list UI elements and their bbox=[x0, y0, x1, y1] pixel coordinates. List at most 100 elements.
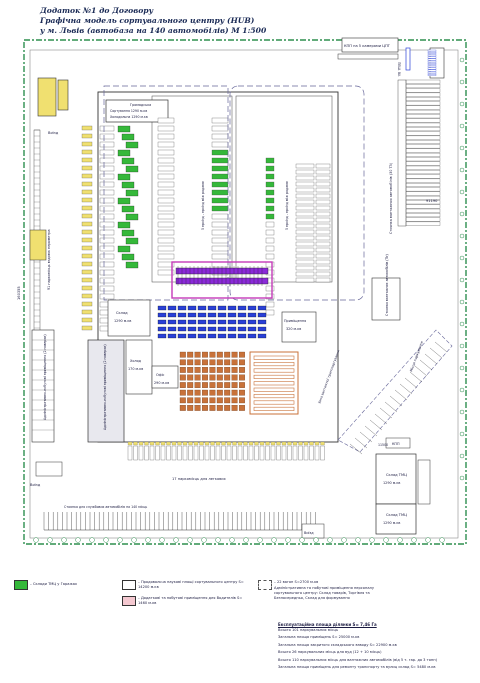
dock-bay bbox=[157, 189, 175, 196]
landscape-trees bbox=[33, 57, 465, 543]
conveyor-unit bbox=[217, 326, 227, 332]
pallet bbox=[209, 367, 216, 373]
tree bbox=[285, 537, 291, 543]
bottom-dock bbox=[248, 445, 254, 461]
dock-bay bbox=[315, 253, 331, 259]
green-bay bbox=[117, 245, 131, 253]
pallet bbox=[239, 359, 245, 366]
conveyor-unit bbox=[207, 305, 217, 311]
diag-stall bbox=[434, 341, 448, 353]
bottom-dock bbox=[177, 445, 182, 461]
dock-bay bbox=[99, 221, 115, 228]
dock-bay bbox=[315, 181, 331, 187]
truck-stall bbox=[405, 131, 441, 136]
left-checkpoint bbox=[35, 461, 63, 477]
tree bbox=[33, 537, 39, 543]
pallet bbox=[224, 389, 231, 396]
pallet bbox=[202, 359, 208, 366]
pallet bbox=[224, 382, 231, 388]
dock-bay bbox=[211, 229, 229, 236]
conveyor-unit bbox=[187, 333, 197, 339]
green-bay bbox=[117, 149, 131, 157]
diag-stall bbox=[419, 359, 433, 371]
pallet bbox=[239, 389, 245, 396]
diag-stall bbox=[424, 353, 438, 365]
dock-bay bbox=[99, 213, 115, 220]
pallet bbox=[216, 359, 223, 366]
dock-bay bbox=[99, 173, 115, 180]
pallet-rack bbox=[253, 368, 295, 373]
bottom-dock-marker bbox=[303, 441, 309, 446]
green-bay bbox=[125, 189, 139, 197]
dock-bay bbox=[315, 265, 331, 271]
conveyor-unit bbox=[177, 333, 187, 339]
conveyor-unit bbox=[227, 312, 237, 318]
dock-marker bbox=[81, 261, 93, 267]
pallet bbox=[224, 359, 231, 366]
tree bbox=[313, 537, 319, 543]
conveyor-unit bbox=[197, 305, 207, 311]
green-bay bbox=[121, 133, 135, 141]
legend-white-swatch bbox=[122, 580, 136, 590]
dock-marker bbox=[81, 221, 93, 227]
dock-bay bbox=[265, 181, 275, 188]
bottom-dock bbox=[210, 445, 215, 461]
dock-bay bbox=[211, 237, 229, 244]
dock-bay bbox=[315, 277, 331, 283]
entry-lane bbox=[427, 69, 437, 72]
pallet bbox=[202, 367, 208, 373]
dock-bay bbox=[99, 181, 115, 188]
conveyor-unit bbox=[197, 326, 207, 332]
legend-dashed-swatch bbox=[258, 580, 272, 590]
dock-bay bbox=[157, 237, 175, 244]
dock-bay bbox=[315, 205, 331, 211]
bottom-dock bbox=[320, 445, 325, 461]
conveyor-unit bbox=[207, 312, 217, 318]
pallet-rack bbox=[253, 374, 295, 379]
bottom-dock bbox=[298, 445, 303, 461]
bottom-dock-marker bbox=[298, 441, 303, 446]
kpp-right-label: КПП bbox=[392, 442, 400, 446]
dock-bay bbox=[295, 181, 315, 187]
pallet-storage bbox=[179, 351, 295, 411]
dock-bay bbox=[157, 261, 175, 268]
diag-stall bbox=[374, 413, 388, 425]
site-boundary bbox=[23, 39, 467, 545]
pallet bbox=[209, 397, 216, 404]
conveyor-unit bbox=[207, 326, 217, 332]
left-truck-docks bbox=[81, 125, 139, 332]
bottom-dock-marker bbox=[204, 441, 210, 446]
truck-stall bbox=[405, 187, 441, 192]
dock-bay bbox=[295, 241, 315, 247]
dock-bay bbox=[157, 229, 175, 236]
conveyor-unit bbox=[247, 305, 257, 311]
tree bbox=[425, 537, 431, 543]
pallet bbox=[179, 397, 186, 404]
truck-stall bbox=[405, 122, 441, 127]
tree bbox=[459, 57, 465, 63]
bottom-dock-marker bbox=[155, 441, 160, 446]
conveyor-unit bbox=[247, 312, 257, 318]
dock-marker bbox=[81, 317, 93, 323]
dock-bay bbox=[315, 163, 331, 169]
drive-loop-left bbox=[103, 85, 229, 301]
dock-marker bbox=[81, 325, 93, 331]
upper-block-title: Громадська bbox=[130, 103, 151, 107]
cold-room-sqm: 170 м.кв bbox=[128, 367, 143, 371]
pallet-rack bbox=[253, 355, 295, 360]
dock-bay bbox=[315, 271, 331, 277]
pallet-rack bbox=[253, 381, 295, 386]
entry-lane bbox=[427, 74, 437, 76]
truck-stall bbox=[405, 217, 441, 222]
dock-bay bbox=[315, 217, 331, 223]
pallet bbox=[231, 367, 238, 373]
conveyor-unit bbox=[247, 319, 257, 325]
dock-bay bbox=[265, 285, 275, 292]
dock-bay bbox=[295, 211, 315, 217]
conveyor-unit bbox=[157, 312, 167, 318]
pallet bbox=[231, 389, 238, 396]
conveyor-unit bbox=[207, 333, 217, 339]
dock-bay bbox=[99, 189, 115, 196]
summary-line: Всього 110 паркувальних місць для вантаж… bbox=[278, 657, 437, 662]
tree bbox=[131, 537, 137, 543]
